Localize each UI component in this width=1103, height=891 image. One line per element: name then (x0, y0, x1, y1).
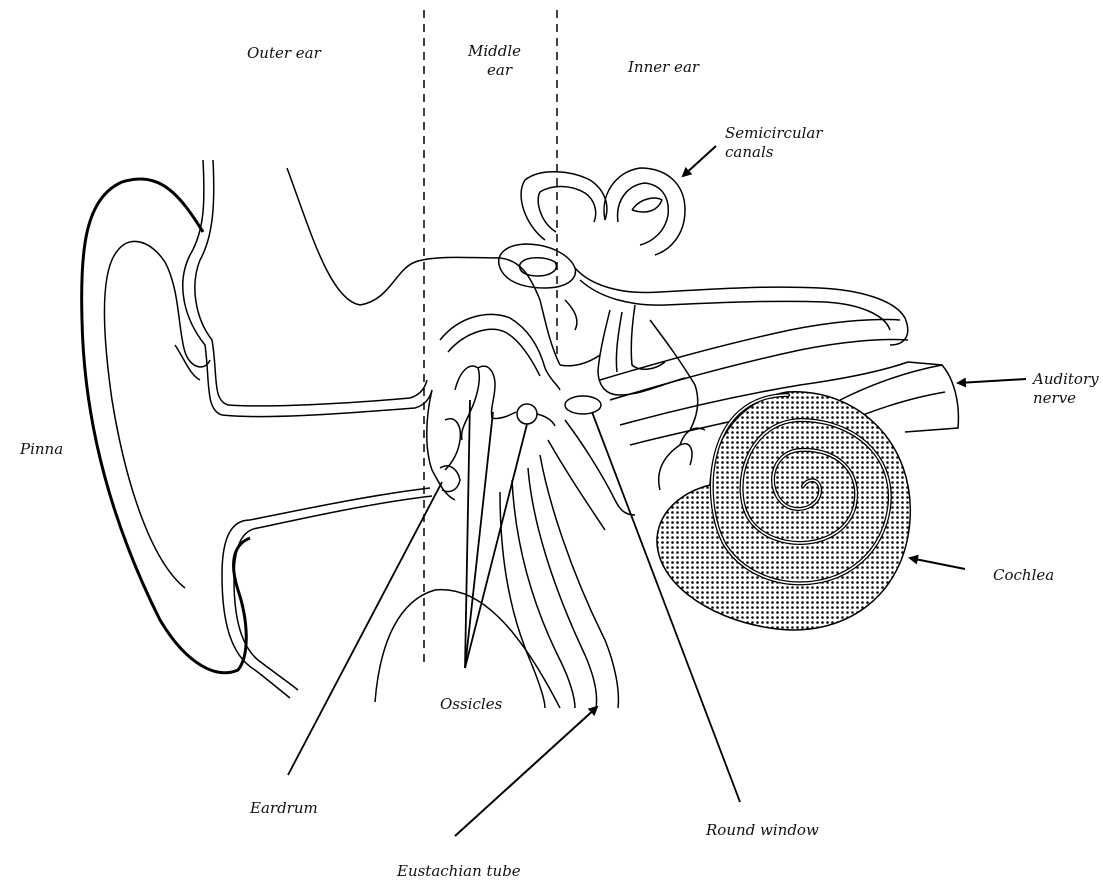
semicircular-canals (499, 168, 908, 345)
semicircular-arrow (683, 146, 716, 176)
auditory-nerve-arrow (958, 379, 1026, 383)
cochlea-shape (657, 392, 910, 630)
region-label-middle-ear: Middle ear (468, 42, 521, 80)
pinna-shape (82, 160, 298, 698)
region-label-outer-ear: Outer ear (247, 44, 321, 63)
label-semicircular-canals: Semicircular canals (725, 124, 823, 162)
eustachian-arrow (455, 707, 597, 836)
middle-ear-structures (427, 314, 560, 500)
ossicles-pointer-3 (465, 424, 527, 668)
eardrum-pointer (288, 482, 442, 775)
eustachian-tube-lines (375, 420, 635, 708)
label-eardrum: Eardrum (250, 799, 318, 818)
pointer-lines (288, 400, 740, 802)
label-cochlea: Cochlea (993, 566, 1054, 585)
label-pinna: Pinna (20, 440, 63, 459)
cochlea-arrow (910, 558, 965, 569)
label-ossicles: Ossicles (440, 695, 502, 714)
ear-canal (222, 380, 432, 528)
label-auditory-nerve: Auditory nerve (1033, 370, 1099, 408)
region-label-inner-ear: Inner ear (628, 58, 699, 77)
label-eustachian-tube: Eustachian tube (397, 862, 521, 881)
label-round-window: Round window (706, 821, 819, 840)
